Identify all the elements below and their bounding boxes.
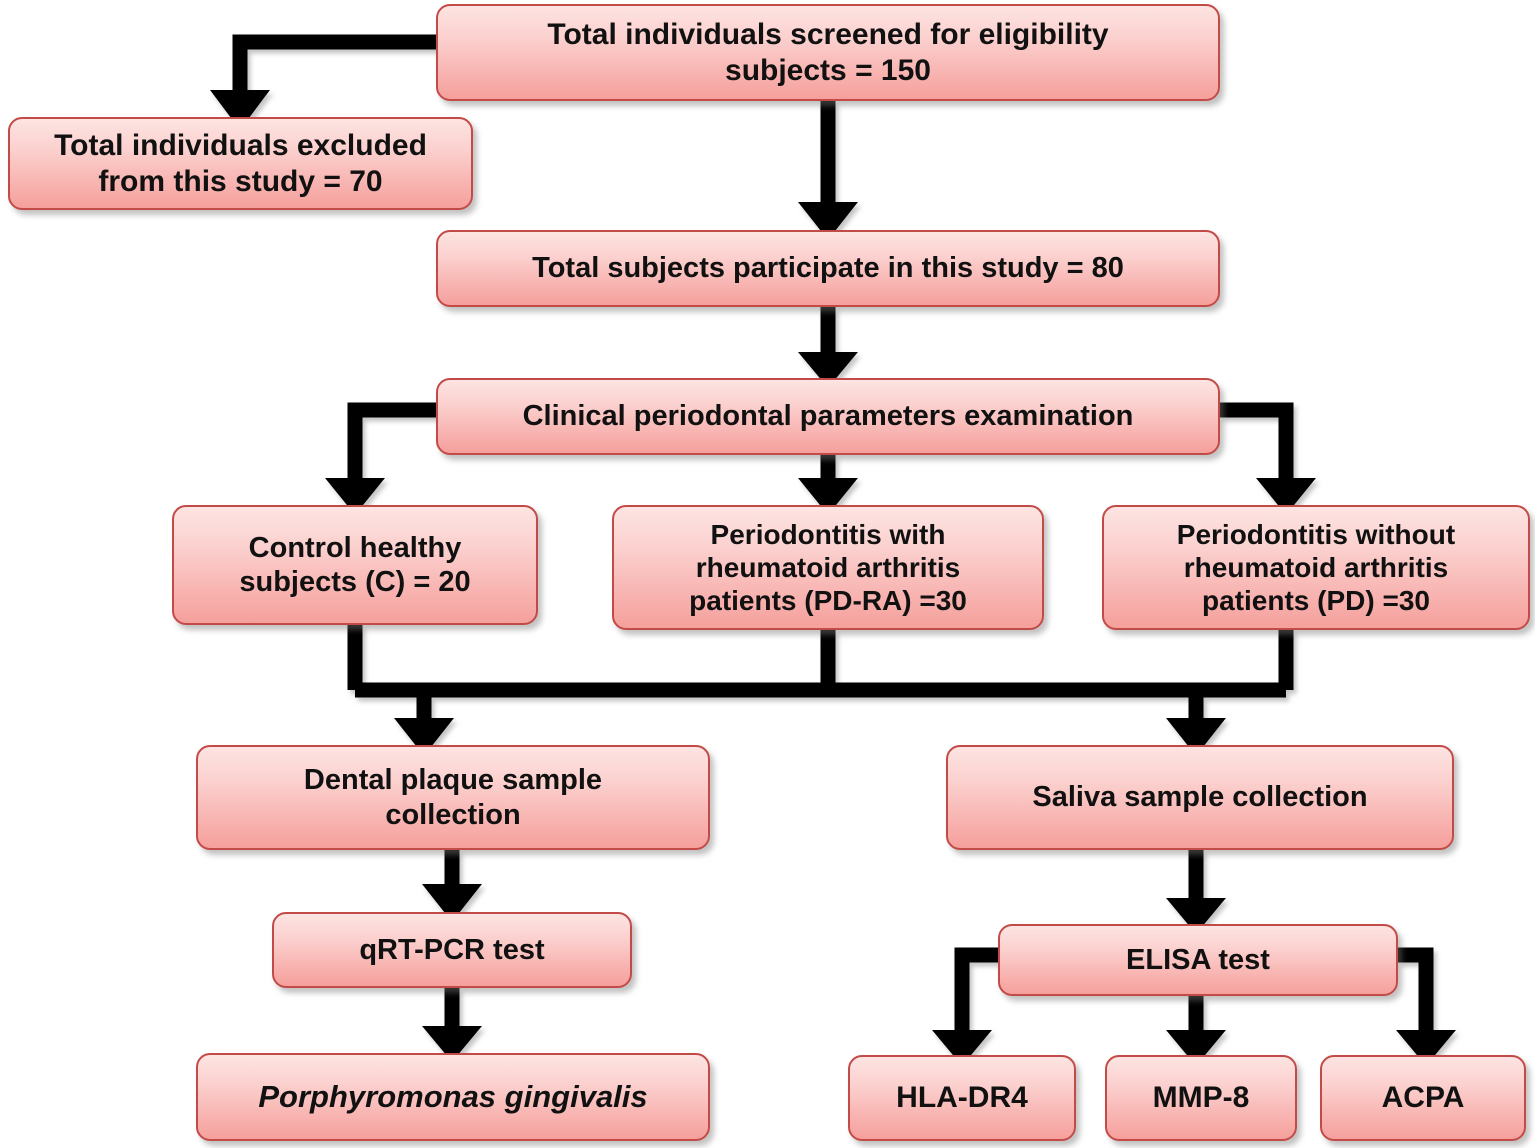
edge-elisa-to-acpa [1398, 947, 1434, 1030]
node-label-porphyromonas: Porphyromonas gingivalis [258, 1078, 648, 1114]
node-pd-ra[interactable]: Periodontitis with rheumatoid arthritis … [612, 505, 1044, 630]
node-label-dental-plaque: Dental plaque sample collection [303, 764, 603, 831]
node-label-qrt-pcr: qRT-PCR test [359, 933, 545, 966]
node-acpa[interactable]: ACPA [1320, 1055, 1526, 1141]
node-pd[interactable]: Periodontitis without rheumatoid arthrit… [1102, 505, 1530, 630]
node-screened[interactable]: Total individuals screened for eligibili… [436, 4, 1220, 101]
node-label-excluded: Total individuals excluded from this stu… [54, 129, 427, 198]
node-excluded[interactable]: Total individuals excluded from this stu… [8, 117, 473, 210]
node-label-participants: Total subjects participate in this study… [532, 252, 1124, 285]
node-mmp-8[interactable]: MMP-8 [1105, 1055, 1297, 1141]
node-elisa[interactable]: ELISA test [998, 924, 1398, 996]
node-participants[interactable]: Total subjects participate in this study… [436, 230, 1220, 307]
node-hla-dr4[interactable]: HLA-DR4 [848, 1055, 1076, 1141]
node-label-mmp-8: MMP-8 [1152, 1081, 1250, 1115]
node-label-hla-dr4: HLA-DR4 [896, 1081, 1028, 1115]
node-qrt-pcr[interactable]: qRT-PCR test [272, 912, 632, 988]
node-saliva[interactable]: Saliva sample collection [946, 745, 1454, 850]
edge-clinical-to-pd [1220, 402, 1294, 478]
node-label-screened: Total individuals screened for eligibili… [547, 18, 1109, 87]
edge-screened-to-excluded [232, 34, 436, 90]
node-label-acpa: ACPA [1381, 1081, 1465, 1115]
node-label-pd-ra: Periodontitis with rheumatoid arthritis … [689, 518, 967, 617]
node-label-elisa: ELISA test [1126, 943, 1270, 976]
node-porphyromonas[interactable]: Porphyromonas gingivalis [196, 1053, 710, 1141]
node-label-pd: Periodontitis without rheumatoid arthrit… [1176, 518, 1456, 617]
node-control-healthy[interactable]: Control healthy subjects (C) = 20 [172, 505, 538, 625]
node-dental-plaque[interactable]: Dental plaque sample collection [196, 745, 710, 850]
edge-clinical-to-control [347, 402, 436, 478]
node-clinical-exam[interactable]: Clinical periodontal parameters examinat… [436, 378, 1220, 455]
edge-elisa-to-hladr4 [954, 947, 998, 1030]
node-label-control-healthy: Control healthy subjects (C) = 20 [239, 531, 471, 598]
node-label-saliva: Saliva sample collection [1032, 781, 1368, 814]
node-label-clinical-exam: Clinical periodontal parameters examinat… [522, 400, 1134, 433]
